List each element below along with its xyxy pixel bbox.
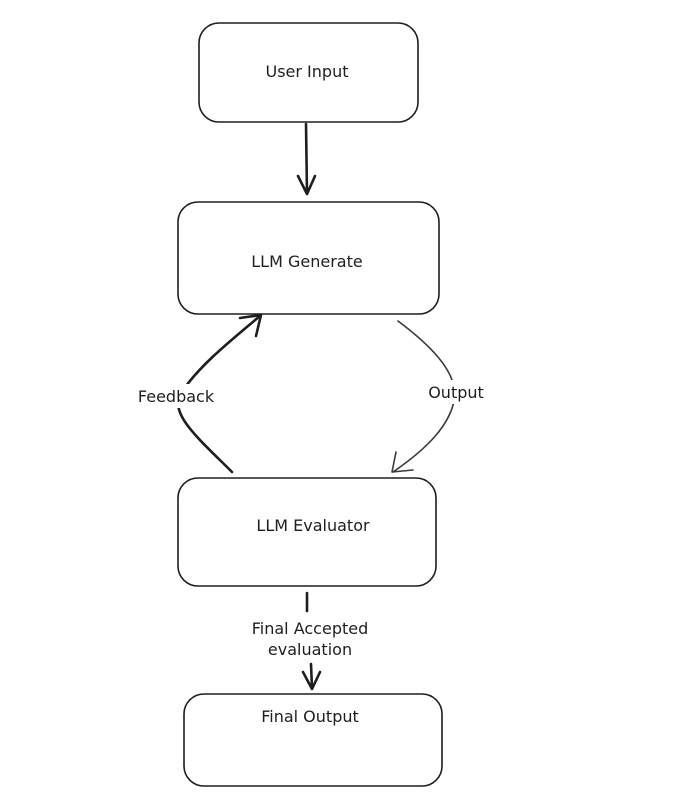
edge-feedback-label-bg — [132, 384, 220, 408]
edge-output-label: Output — [428, 383, 484, 402]
edge-feedback-label: Feedback — [138, 387, 215, 406]
node-llm-generate-box — [177, 201, 440, 315]
node-llm-generate: LLM Generate — [177, 201, 440, 315]
node-user-input: User Input — [198, 22, 419, 123]
edge-input-to-generate-arrowhead — [296, 174, 317, 196]
edge-evaluator-to-final: Final Accepted evaluation — [252, 591, 369, 691]
node-llm-evaluator-box — [177, 477, 437, 587]
edge-output-arrowhead — [391, 451, 414, 473]
edge-output-label-bg — [420, 380, 492, 404]
node-llm-evaluator: LLM Evaluator — [177, 477, 437, 587]
node-llm-evaluator-label: LLM Evaluator — [256, 516, 370, 535]
node-llm-generate-label: LLM Generate — [251, 252, 362, 271]
edge-feedback: Feedback — [132, 313, 263, 474]
node-user-input-box — [198, 22, 419, 123]
edge-output: Output — [391, 320, 492, 473]
node-final-output-box — [183, 693, 443, 787]
edge-evaluator-to-final-line-bottom — [309, 662, 314, 690]
node-final-output-label: Final Output — [261, 707, 359, 726]
edge-input-to-generate — [296, 122, 317, 196]
edge-input-to-generate-line — [304, 122, 309, 195]
node-final-output: Final Output — [183, 693, 443, 787]
edge-evaluator-to-final-label-line1: Final Accepted — [252, 619, 369, 638]
edge-evaluator-to-final-label-line2: evaluation — [268, 640, 352, 659]
node-user-input-label: User Input — [266, 62, 349, 81]
edge-evaluator-to-final-arrowhead — [301, 670, 322, 691]
edge-feedback-arrowhead — [238, 313, 263, 338]
